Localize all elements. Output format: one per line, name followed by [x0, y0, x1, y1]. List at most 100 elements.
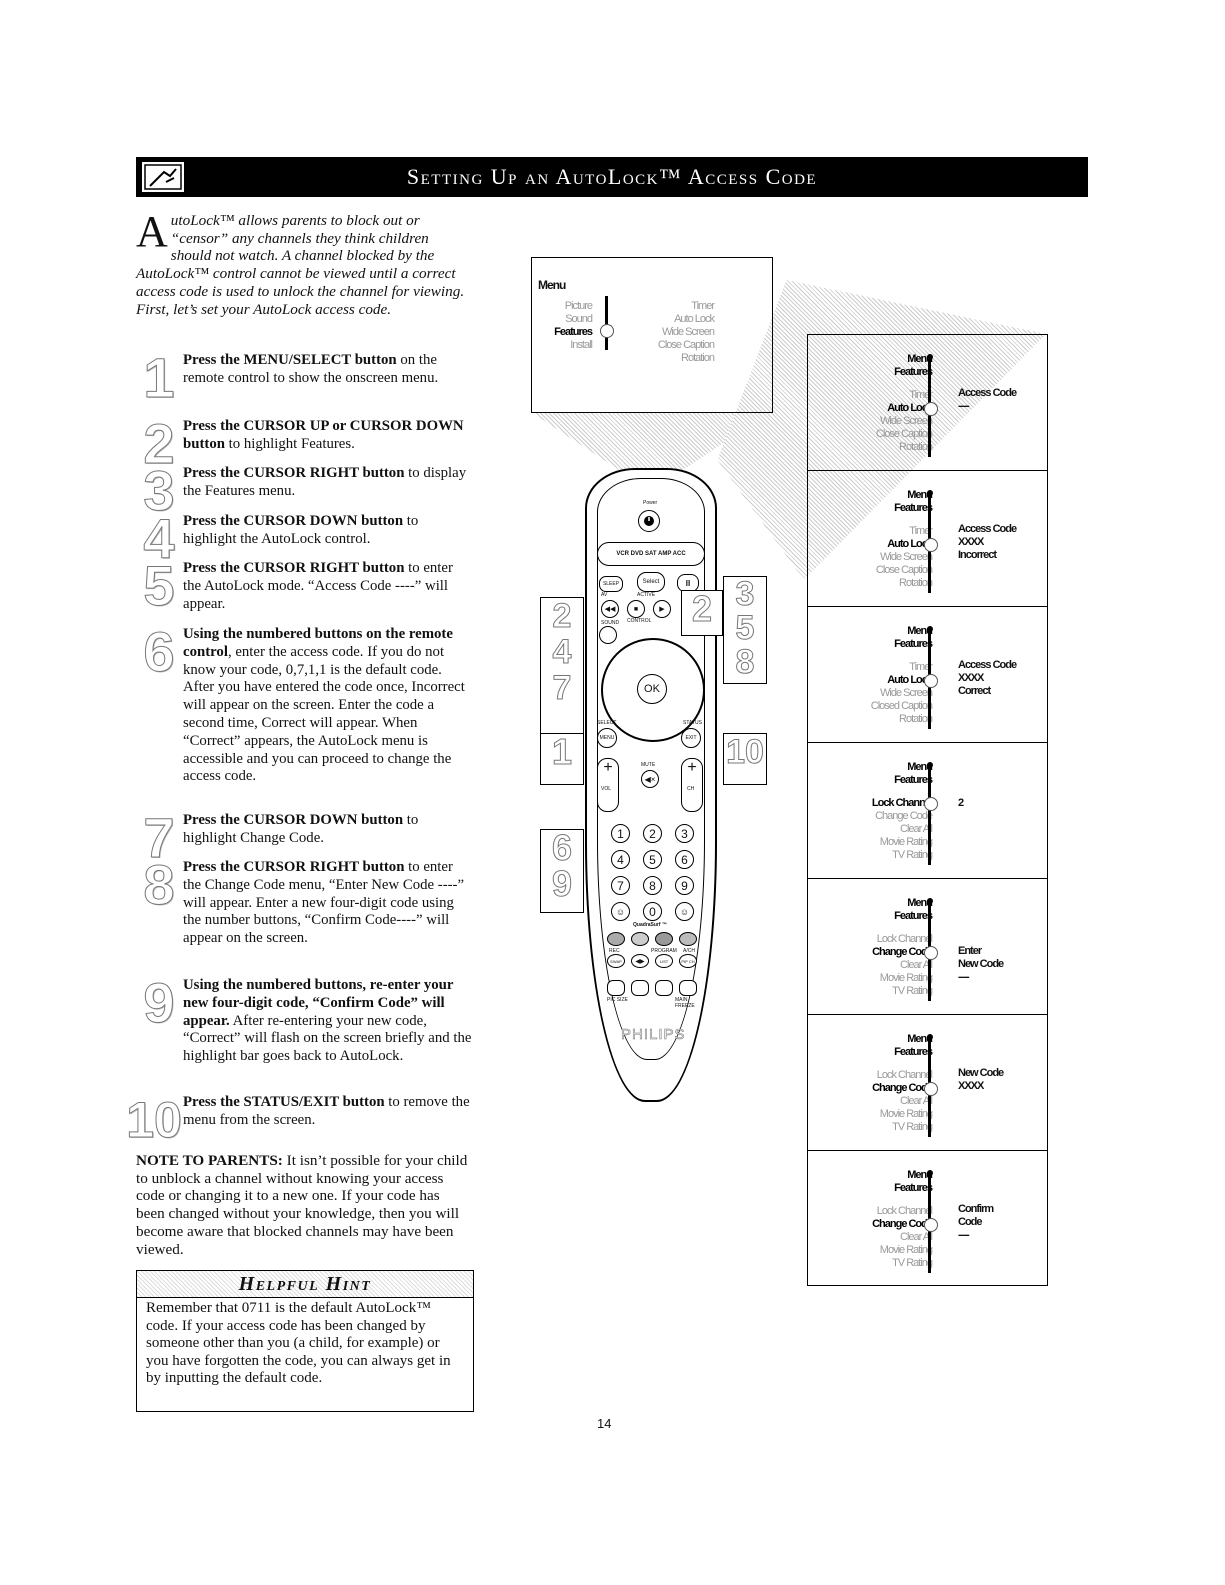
callout-steps-6-9: 6 9 — [540, 829, 584, 913]
hint-title: Helpful Hint — [137, 1271, 473, 1298]
cursor-icon — [924, 674, 938, 688]
color-button-green[interactable] — [631, 932, 649, 946]
cursor-ring[interactable] — [601, 638, 705, 742]
swap-button[interactable]: SWAP — [607, 954, 625, 968]
digit-2-button[interactable]: 2 — [643, 824, 662, 843]
exit-button[interactable]: EXIT — [681, 728, 701, 748]
menu-button[interactable]: MENU — [597, 728, 617, 748]
list-button[interactable]: LIST — [655, 954, 673, 968]
note-text: It isn’t possible for your child to unbl… — [136, 1152, 468, 1258]
brand-logo: PHILIPS — [621, 1026, 686, 1044]
cursor-icon — [924, 1082, 938, 1096]
screen-menu-item: TV Rating — [892, 1257, 933, 1269]
screen-menu-item: Features — [894, 910, 933, 922]
screen-menu-item: Features — [894, 1182, 933, 1194]
sound-button[interactable] — [599, 626, 617, 644]
picsize-button[interactable] — [607, 980, 625, 996]
step-bold: Press the CURSOR DOWN button — [183, 513, 404, 529]
mute-button[interactable]: ◀× — [641, 770, 659, 788]
digit-9-button[interactable]: 9 — [675, 876, 694, 895]
screen-menu-item: Clear All — [900, 823, 933, 835]
screen-menu-item: Auto Lock — [887, 674, 933, 686]
menu-item: Picture — [564, 300, 593, 312]
step-number: 2 — [143, 412, 175, 475]
screen-menu-title: Menu — [907, 1033, 933, 1045]
surf-right-button[interactable]: ☺ — [675, 902, 694, 921]
digit-3-button[interactable]: 3 — [675, 824, 694, 843]
menu-item: Install — [570, 339, 593, 351]
screen-right-text: New Code — [958, 1067, 1004, 1079]
channel-rocker[interactable]: + — [681, 758, 703, 812]
screen-menu-item: Rotation — [899, 577, 933, 589]
step-number: 7 — [143, 806, 175, 869]
rewind2-button[interactable]: ◀▶ — [631, 954, 649, 968]
rewind-button[interactable]: ◀◀ — [601, 600, 619, 618]
select-button[interactable]: Select — [637, 572, 665, 592]
pipch-button[interactable]: PIP CH — [679, 954, 697, 968]
digit-4-button[interactable]: 4 — [611, 850, 630, 869]
vol-label: VOL — [601, 786, 612, 792]
screen-menu-item: Lock Channel — [876, 1069, 933, 1081]
screen-menu-bar — [928, 765, 931, 865]
remote-hand-icon — [142, 162, 184, 192]
hint-text: Remember that 0711 is the default AutoLo… — [146, 1300, 451, 1387]
play-button[interactable]: ▶ — [653, 600, 671, 618]
screen-menu-item: Lock Channel — [876, 933, 933, 945]
rec-label: REC — [609, 948, 620, 954]
volume-rocker[interactable]: + — [597, 758, 619, 812]
screen-menu-item: Features — [894, 774, 933, 786]
extra-button-1[interactable] — [631, 980, 649, 996]
menu-right-items: Timer Auto Lock Wide Screen Close Captio… — [632, 300, 715, 365]
digit-1-button[interactable]: 1 — [611, 824, 630, 843]
cursor-icon — [924, 1218, 938, 1232]
screen-menu-item: Change Code — [872, 1082, 933, 1094]
ok-button[interactable]: OK — [637, 674, 667, 704]
digit-8-button[interactable]: 8 — [643, 876, 662, 895]
screen-menu-item: Clear All — [900, 1231, 933, 1243]
color-button-yellow[interactable] — [655, 932, 673, 946]
extra-button-2[interactable] — [655, 980, 673, 996]
main-menu-screen: Menu Picture Sound Features Install Time… — [531, 257, 773, 413]
cursor-icon — [600, 324, 614, 338]
screen-bar-dot — [927, 898, 933, 904]
source-selector[interactable]: VCR DVD SAT AMP ACC — [597, 542, 705, 566]
stop-icon: ■ — [633, 605, 639, 613]
cursor-icon — [924, 402, 938, 416]
callout-step-10: 10 — [723, 733, 767, 785]
screen-menu-item: TV Rating — [892, 985, 933, 997]
screen-menu-item: Features — [894, 638, 933, 650]
step-bold: Press the CURSOR UP or CURSOR DOWN butto… — [183, 418, 464, 452]
screen-right-text: Confirm — [958, 1203, 994, 1215]
power-button[interactable] — [638, 510, 660, 532]
power-label: Power — [643, 500, 658, 506]
color-button-red[interactable] — [607, 932, 625, 946]
screen-menu-item: Movie Rating — [879, 1244, 933, 1256]
stop-button[interactable]: ■ — [627, 600, 645, 618]
skip-icon: ◀▶ — [635, 958, 645, 965]
surf-left-button[interactable]: ☺ — [611, 902, 630, 921]
freeze-button[interactable] — [679, 980, 697, 996]
digit-5-button[interactable]: 5 — [643, 850, 662, 869]
digit-0-button[interactable]: 0 — [643, 902, 662, 921]
screen-menu-item: Movie Rating — [879, 836, 933, 848]
sleep-button[interactable]: SLEEP — [599, 576, 623, 592]
step-number: 4 — [143, 507, 175, 570]
step-number: 9 — [143, 971, 175, 1034]
screen-right-text: XXXX — [958, 1080, 984, 1092]
smile-icon: ☺ — [615, 906, 626, 917]
screen-menu-item: Features — [894, 502, 933, 514]
digit-6-button[interactable]: 6 — [675, 850, 694, 869]
color-button-blue[interactable] — [679, 932, 697, 946]
step-text: to highlight Change Code. — [183, 812, 419, 846]
screen-menu-item: Wide Screen — [880, 551, 933, 563]
screen-menu-item: Timer — [909, 661, 933, 673]
intro-text: utoLock™ allows parents to block out or … — [136, 212, 465, 318]
step-text: to display the Features menu. — [183, 465, 467, 499]
helpful-hint-box: Helpful Hint Remember that 0711 is the d… — [136, 1270, 474, 1412]
digit-7-button[interactable]: 7 — [611, 876, 630, 895]
